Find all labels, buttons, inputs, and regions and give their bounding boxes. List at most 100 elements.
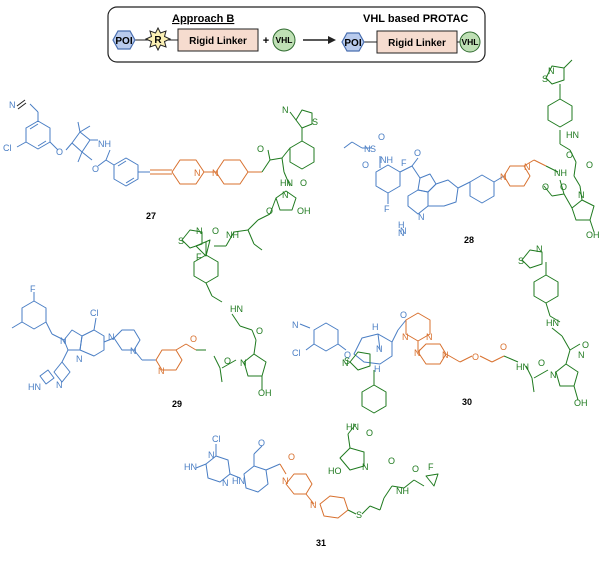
atom-label: OH: [574, 398, 588, 408]
atom-label: Cl: [212, 434, 221, 444]
atom-label: O: [266, 206, 273, 216]
protac-poi-hexagon-icon: [341, 32, 365, 52]
compound-31-poi-ligand: [195, 444, 281, 493]
atom-label: HN: [546, 318, 559, 328]
atom-label: HN: [516, 362, 529, 372]
atom-label: N: [292, 320, 299, 330]
atom-label: N: [196, 226, 203, 236]
atom-label: F: [384, 204, 390, 214]
atom-label: N: [536, 244, 543, 254]
compound-27-poi-ligand: [16, 103, 150, 187]
atom-label: N: [400, 226, 407, 236]
protac-linker-box: [376, 30, 458, 54]
atom-label: N: [426, 332, 433, 342]
atom-label: HN: [184, 462, 197, 472]
compound-27: [16, 99, 315, 257]
compound-29: [11, 229, 267, 390]
protac-linker-label: Rigid Linker: [388, 38, 446, 49]
atom-label: O: [190, 334, 197, 344]
atom-label: N: [578, 190, 585, 200]
compound-28-vhl-ligand: [543, 59, 595, 233]
atom-label: O: [362, 160, 369, 170]
compound-30-vhl-ligand: [503, 249, 581, 401]
atom-label: S: [370, 144, 376, 154]
protac-vhl-circle-icon: [459, 31, 481, 53]
atom-label: N: [56, 380, 63, 390]
atom-label: N: [282, 476, 289, 486]
r-star-icon: [144, 26, 172, 52]
atom-label: N: [158, 366, 165, 376]
compound-30-linker: [405, 312, 505, 365]
atom-label: H: [372, 322, 379, 332]
compound-27-linker: [150, 159, 262, 185]
atom-label: O: [538, 358, 545, 368]
atom-label: O: [288, 452, 295, 462]
poi-hexagon-icon: [112, 30, 136, 50]
compound-29-linker: [155, 343, 197, 371]
atom-label: OH: [258, 388, 272, 398]
atom-label: O: [414, 148, 421, 158]
compound-30-poi-ligand: [299, 319, 407, 365]
atom-label: H: [398, 220, 405, 230]
atom-label: HO: [328, 466, 342, 476]
atom-label: O: [400, 310, 407, 320]
plus-sign: +: [263, 35, 269, 47]
compound-30: [299, 249, 581, 401]
atom-label: N: [524, 162, 531, 172]
compound-label-28: 28: [464, 235, 474, 245]
r-label: R: [154, 35, 162, 46]
compound-28: [343, 59, 595, 233]
atom-label: O: [300, 178, 307, 188]
atom-label: N: [376, 344, 383, 354]
atom-label: O: [472, 352, 479, 362]
atom-label: N: [208, 450, 215, 460]
poi-label: POI: [115, 36, 132, 47]
atom-label: O: [257, 144, 264, 154]
atom-label: N: [364, 144, 371, 154]
atom-label: N: [60, 336, 67, 346]
atom-label: S: [356, 510, 362, 520]
compound-31: [195, 351, 439, 519]
atom-label: NH: [396, 486, 409, 496]
atom-label: S: [312, 117, 318, 127]
atom-label: N: [108, 332, 115, 342]
atom-label: F: [196, 252, 202, 262]
atom-label: N: [240, 358, 247, 368]
atom-label: O: [566, 150, 573, 160]
arrow-head-icon: [328, 36, 336, 44]
atom-label: N: [550, 370, 557, 380]
atom-label: OH: [297, 206, 311, 216]
atom-label: O: [388, 456, 395, 466]
atom-label: O: [500, 342, 507, 352]
atom-label: O: [412, 464, 419, 474]
atom-label: O: [366, 428, 373, 438]
atom-label: O: [212, 226, 219, 236]
atom-label: O: [378, 132, 385, 142]
atom-label: O: [56, 147, 63, 157]
atom-label: N: [578, 350, 585, 360]
atom-label: S: [344, 356, 350, 366]
compound-label-30: 30: [462, 397, 472, 407]
atom-label: N: [362, 462, 369, 472]
atom-label: O: [560, 182, 567, 192]
atom-label: N: [76, 354, 83, 364]
compound-31-atoms: N S Cl O HN N N HN N O N HN O HO N O S N…: [184, 356, 434, 548]
atom-label: S: [178, 236, 184, 246]
atom-label: N: [402, 332, 409, 342]
vhl-circle-icon: [272, 28, 296, 52]
atom-label: N: [500, 172, 507, 182]
atom-label: F: [401, 158, 407, 168]
atom-label: N: [194, 168, 201, 178]
compound-31-vhl-ligand: [339, 351, 439, 515]
atom-label: Cl: [3, 143, 12, 153]
atom-label: NH: [226, 230, 239, 240]
compound-27-atoms: N Cl O NH O O N N N S HN O N OH O NH O F…: [3, 100, 318, 262]
atom-label: O: [92, 164, 99, 174]
atom-label: Cl: [292, 348, 301, 358]
atom-label: O: [582, 340, 589, 350]
atom-label: NH: [380, 155, 393, 165]
vhl-label: VHL: [276, 35, 293, 45]
atom-label: Cl: [90, 308, 99, 318]
compound-27-bonds-other: [16, 99, 27, 110]
protac-poi-label: POI: [344, 38, 361, 49]
